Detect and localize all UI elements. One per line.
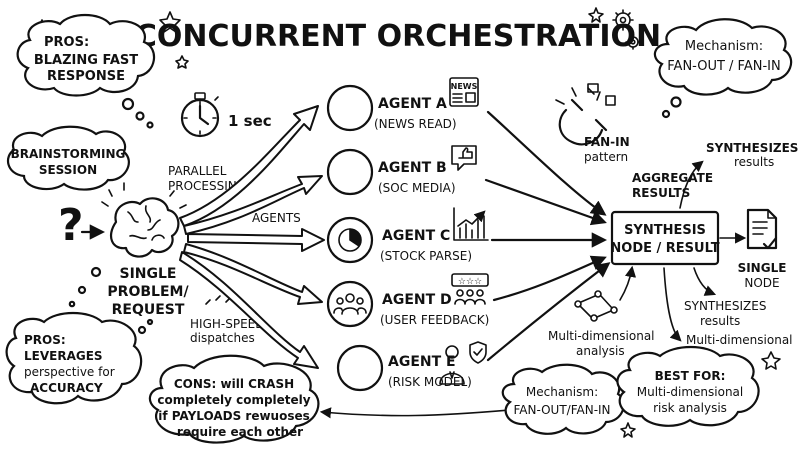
fan-out-arrows <box>179 105 325 369</box>
user-rating-icon: ☆☆☆ <box>451 273 489 305</box>
agent-d: AGENT D (USER FEEDBACK) ☆☆☆ <box>326 273 489 328</box>
timer-label: 1 sec <box>228 112 272 130</box>
multi-dim-analysis-text: analysis <box>576 344 625 358</box>
svg-text:NEWS: NEWS <box>451 82 478 91</box>
request-text: REQUEST <box>112 302 185 318</box>
pros-speed-cloud: PROS: BLAZING FAST RESPONSE <box>16 13 155 129</box>
gear-icon <box>625 34 641 50</box>
magnet-icon <box>555 83 616 146</box>
synthesis-text: NODE / RESULT <box>610 241 719 256</box>
agent-name: AGENT E <box>388 354 456 370</box>
cons-cloud: CONS: will CRASH completely completely i… <box>148 354 320 444</box>
stopwatch-icon <box>180 92 220 138</box>
pros-label: PROS: <box>44 35 89 50</box>
newspaper-icon: NEWS <box>449 77 479 107</box>
pros-speed-text: BLAZING FAST <box>34 53 138 68</box>
best-for-text: BEST FOR: <box>655 369 726 383</box>
synth-bottom-text: SYNTHESIZES <box>684 299 766 313</box>
thumbs-up-icon <box>451 145 477 171</box>
agent-name: AGENT B <box>378 160 447 176</box>
request-text: PROBLEM/ <box>107 284 189 300</box>
best-for-text: Multi-dimensional <box>637 385 744 399</box>
brainstorm-text: SESSION <box>39 163 97 177</box>
businessman-shield-icon <box>439 341 487 385</box>
star-icon <box>761 351 781 370</box>
agent-task: (RISK MODEL) <box>388 375 472 389</box>
synthesis-text: SYNTHESIS <box>624 223 706 238</box>
pie-chart-icon <box>338 228 362 252</box>
mechanism-text: FAN-OUT / FAN-IN <box>667 59 780 74</box>
agents-text: AGENTS <box>252 211 301 225</box>
agent-task: (USER FEEDBACK) <box>380 313 489 327</box>
dispatch-text: dispatches <box>190 331 255 345</box>
question-mark-icon: ? <box>58 200 84 251</box>
agent-e: AGENT E (RISK MODEL) <box>336 341 487 392</box>
cons-text: CONS: will CRASH <box>174 377 294 391</box>
agent-name: AGENT D <box>382 292 452 308</box>
mechanism-text: Mechanism: <box>685 39 763 54</box>
cons-text: completely completely <box>157 393 310 407</box>
mechanism-text: FAN-OUT/FAN-IN <box>513 403 610 417</box>
brainstorm-cloud: BRAINSTORMING SESSION <box>6 125 130 191</box>
star-icon <box>175 55 189 69</box>
star-icon <box>159 11 181 33</box>
single-node-text: SINGLE <box>738 261 787 275</box>
best-for-text: risk analysis <box>653 401 727 415</box>
best-for-cloud: BEST FOR: Multi-dimensional risk analysi… <box>616 346 760 427</box>
agent-task: (NEWS READ) <box>374 117 457 131</box>
synth-top-text: results <box>734 155 774 169</box>
cons-text: require each other <box>177 425 303 439</box>
aggregate-text: RESULTS <box>632 186 690 200</box>
single-node-text: NODE <box>744 276 779 290</box>
network-icon <box>574 290 618 322</box>
synthesis-node: SYNTHESIS NODE / RESULT <box>610 210 720 266</box>
gear-icon <box>612 9 634 31</box>
multi-dim-analysis-text: Multi-dimensional <box>548 329 655 343</box>
document-check-icon <box>746 208 778 250</box>
agent-name: AGENT C <box>382 228 450 244</box>
parallel-text: PROCESSING <box>168 179 246 193</box>
pros-accuracy-text: LEVERAGES <box>24 349 103 363</box>
agent-name: AGENT A <box>378 96 447 112</box>
mechanism-bottom-cloud: Mechanism: FAN-OUT/FAN-IN <box>501 363 625 435</box>
pros-label: PROS: <box>24 333 66 347</box>
page-title: CONCURRENT ORCHESTRATION <box>135 19 661 54</box>
stock-chart-icon <box>453 207 489 241</box>
mechanism-top-cloud: Mechanism: FAN-OUT / FAN-IN <box>653 18 793 119</box>
pros-speed-text: RESPONSE <box>47 69 125 84</box>
users-icon <box>333 293 367 315</box>
agent-c: AGENT C (STOCK PARSE) <box>326 207 489 264</box>
agent-task: (STOCK PARSE) <box>380 249 472 263</box>
pros-accuracy-text: perspective for <box>24 365 115 379</box>
agent-b: AGENT B (SOC MEDIA) <box>326 145 477 196</box>
pros-accuracy-text: ACCURACY <box>30 381 103 395</box>
aggregate-text: AGGREGATE <box>632 171 713 185</box>
pros-accuracy-cloud: PROS: LEVERAGES perspective for ACCURACY <box>5 312 154 405</box>
multi-dim-right-text: Multi-dimensional <box>686 333 793 347</box>
brain-icon <box>101 182 192 258</box>
fan-in-text: pattern <box>584 150 628 164</box>
agent-a: AGENT A (NEWS READ) NEWS <box>326 77 479 132</box>
synth-bottom-text: results <box>700 314 740 328</box>
cons-text: if PAYLOADS rewuoses <box>158 409 310 423</box>
synth-top-text: SYNTHESIZES <box>706 141 798 155</box>
star-icon <box>620 422 636 438</box>
request-text: SINGLE <box>120 266 177 282</box>
fan-in-arrows <box>484 110 611 362</box>
agent-task: (SOC MEDIA) <box>378 181 456 195</box>
mechanism-text: Mechanism: <box>526 385 598 399</box>
parallel-text: PARALLEL <box>168 164 227 178</box>
star-icon <box>588 7 604 23</box>
fan-in-text: FAN-IN <box>584 135 630 149</box>
svg-text:☆☆☆: ☆☆☆ <box>458 277 482 287</box>
dispatch-text: HIGH-SPEED <box>190 317 264 331</box>
brainstorm-text: BRAINSTORMING <box>11 147 126 161</box>
